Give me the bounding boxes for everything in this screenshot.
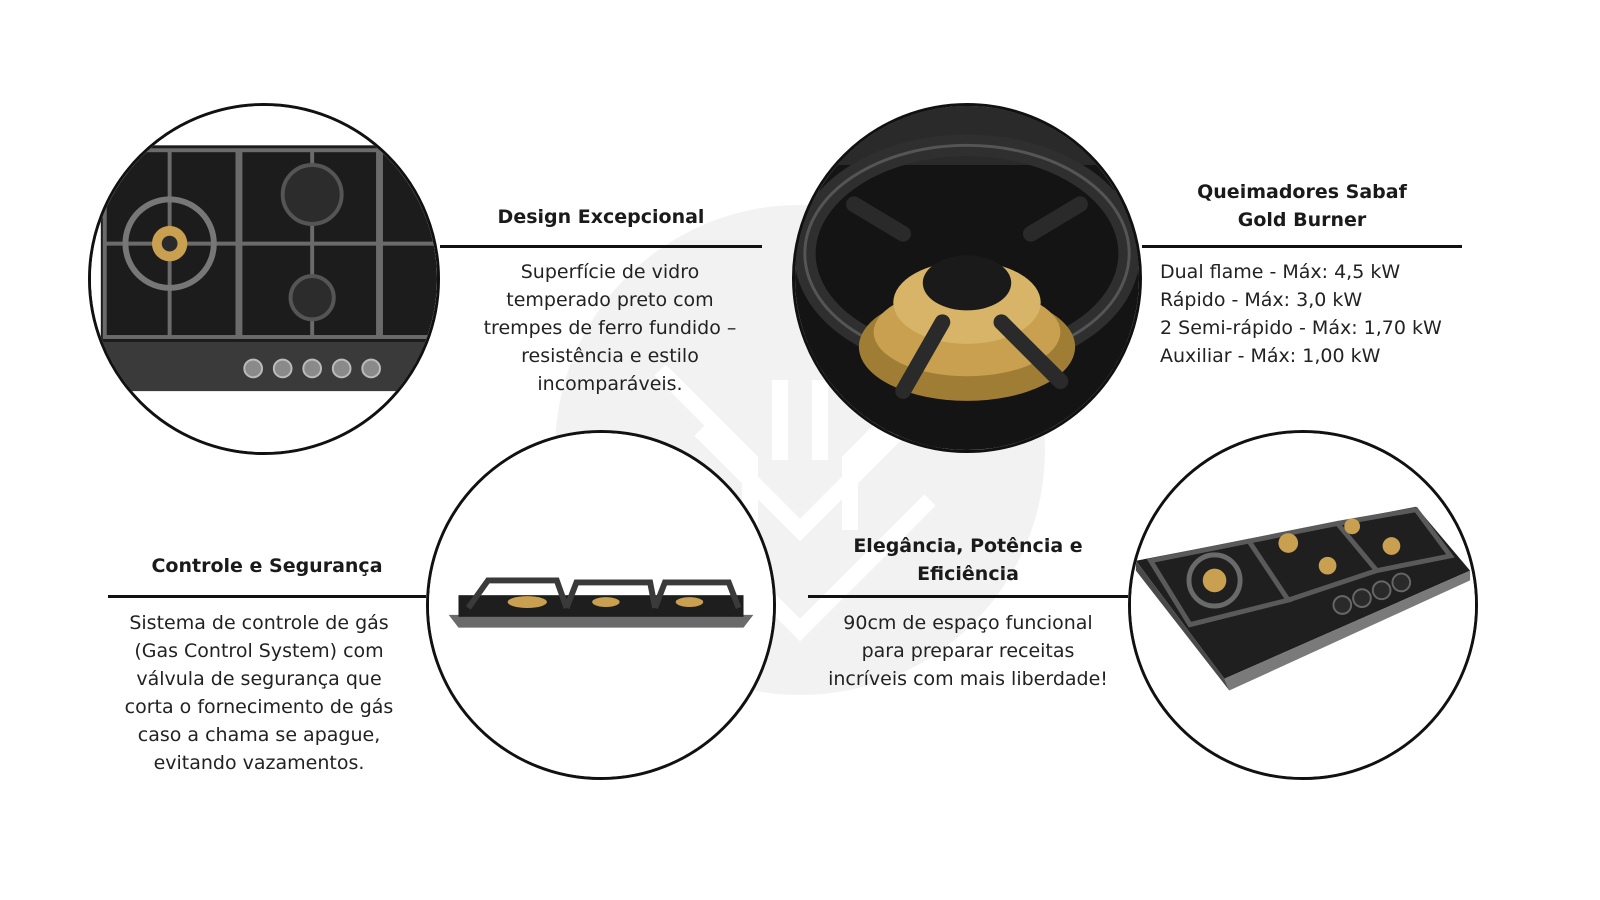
elegance-title-line: Eficiência — [917, 563, 1019, 585]
design-line: Superfície de vidro — [520, 261, 700, 283]
design-divider — [440, 245, 762, 248]
wok-burner-closeup-image — [792, 103, 1142, 453]
elegance-title: Elegância, Potência e Eficiência — [808, 532, 1128, 588]
elegance-title-line: Elegância, Potência e — [853, 535, 1083, 557]
control-line: Sistema de controle de gás — [129, 612, 389, 634]
elegance-line: 90cm de espaço funcional — [843, 612, 1093, 634]
control-title: Controle e Segurança — [151, 555, 383, 577]
control-line: (Gas Control System) com — [134, 640, 384, 662]
cooktop-angled-view-image — [1128, 430, 1478, 780]
design-line: temperado preto com — [506, 289, 714, 311]
burners-title-line: Queimadores Sabaf — [1197, 181, 1407, 203]
burner-spec: Rápido - Máx: 3,0 kW — [1160, 289, 1363, 311]
burners-title-line: Gold Burner — [1237, 209, 1367, 231]
control-line: válvula de segurança que — [136, 668, 382, 690]
control-description: Sistema de controle de gás (Gas Control … — [100, 609, 418, 777]
elegance-description: 90cm de espaço funcional para preparar r… — [808, 609, 1128, 693]
design-title: Design Excepcional — [497, 206, 705, 228]
cooktop-top-view-image — [88, 103, 440, 455]
burners-divider — [1142, 245, 1462, 248]
burner-spec: Auxiliar - Máx: 1,00 kW — [1160, 345, 1381, 367]
elegance-line: incríveis com mais liberdade! — [828, 668, 1108, 690]
elegance-line: para preparar receitas — [861, 640, 1075, 662]
control-line: corta o fornecimento de gás — [124, 696, 394, 718]
control-divider — [108, 595, 426, 598]
design-description: Superfície de vidro temperado preto com … — [440, 258, 780, 398]
burners-title: Queimadores Sabaf Gold Burner — [1142, 178, 1462, 234]
design-line: resistência e estilo — [521, 345, 699, 367]
cooktop-side-view-image — [426, 430, 776, 780]
burners-specs: Dual flame - Máx: 4,5 kW Rápido - Máx: 3… — [1160, 258, 1480, 370]
elegance-divider — [808, 595, 1128, 598]
design-line: trempes de ferro fundido – — [483, 317, 737, 339]
control-line: evitando vazamentos. — [153, 752, 365, 774]
burner-spec: Dual flame - Máx: 4,5 kW — [1160, 261, 1401, 283]
control-line: caso a chama se apague, — [137, 724, 381, 746]
design-line: incomparáveis. — [537, 373, 683, 395]
burner-spec: 2 Semi-rápido - Máx: 1,70 kW — [1160, 317, 1442, 339]
